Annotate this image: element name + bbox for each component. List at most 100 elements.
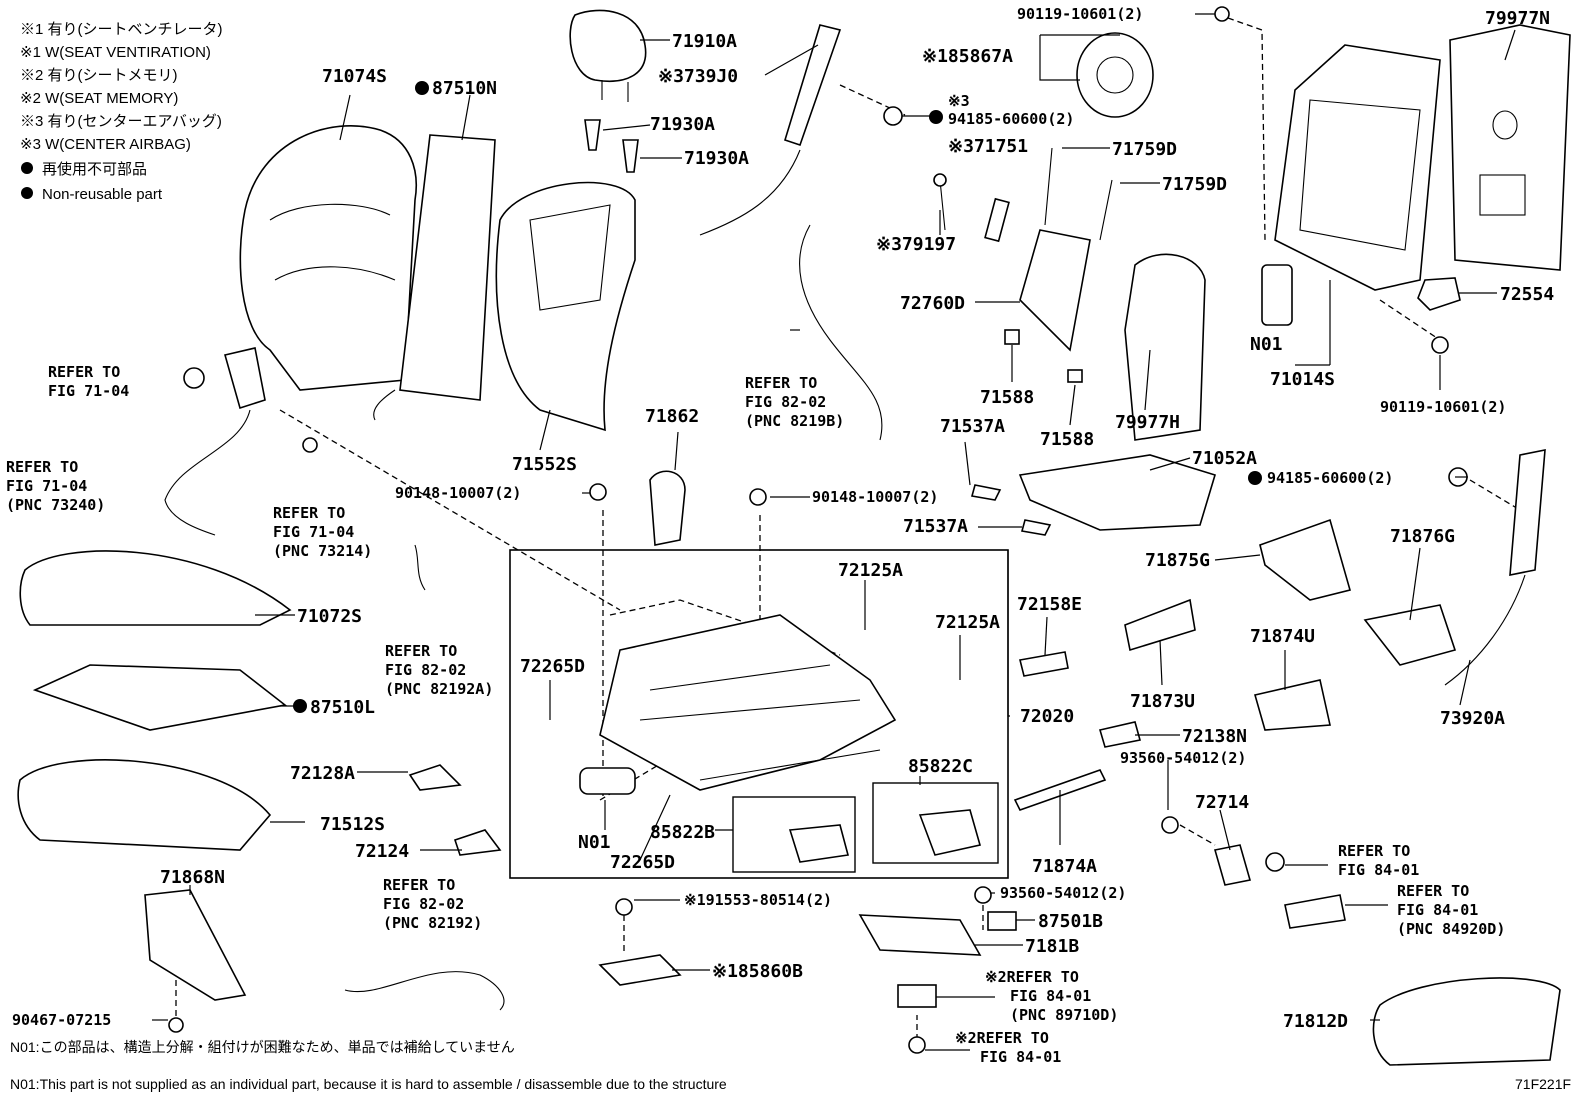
legend: ※1 有り(シートベンチレータ) ※1 W(SEAT VENTIRATION) … bbox=[20, 21, 223, 203]
refer-line: (PNC 82192A) bbox=[385, 680, 493, 698]
cushion-bracket bbox=[408, 764, 462, 791]
slide-motor bbox=[579, 767, 636, 795]
part-label: N01 bbox=[1250, 334, 1283, 355]
clip bbox=[1067, 369, 1083, 383]
part-label: 71537A bbox=[940, 416, 1005, 437]
part-label: 71512S bbox=[320, 814, 385, 835]
part-label: 71910A bbox=[672, 31, 737, 52]
part-label: 71074S bbox=[322, 66, 387, 87]
part-label: 71862 bbox=[645, 406, 699, 427]
ventilation-fan bbox=[1076, 32, 1154, 118]
seat-cushion-pad bbox=[17, 759, 272, 851]
refer-line: FIG 71-04 bbox=[48, 382, 129, 400]
legend-line: ※2 有り(シートメモリ) bbox=[20, 67, 178, 84]
part-label: 85822C bbox=[908, 756, 973, 777]
refer-line: REFER TO bbox=[385, 642, 457, 660]
legend-line: ※3 有り(センターエアバッグ) bbox=[20, 113, 222, 130]
lumbar-support bbox=[1019, 229, 1091, 352]
part-label: 71052A bbox=[1192, 448, 1257, 469]
cushion-frame-cover-rear bbox=[1363, 604, 1457, 666]
seat-switch bbox=[1284, 894, 1346, 929]
wire-harness bbox=[414, 544, 426, 591]
refer-line: FIG 82-02 bbox=[385, 661, 466, 679]
seat-side-shield bbox=[144, 889, 247, 1001]
headrest-support bbox=[584, 119, 601, 151]
refer-line: (PNC 8219B) bbox=[745, 412, 844, 430]
part-label: 71875G bbox=[1145, 550, 1210, 571]
non-reusable-dot-icon bbox=[21, 187, 33, 199]
wire-harness bbox=[344, 971, 505, 1011]
legend-line: ※1 有り(シートベンチレータ) bbox=[20, 21, 223, 38]
seat-belt-buckle-left bbox=[224, 347, 266, 410]
refer-line: (PNC 82192) bbox=[383, 914, 482, 932]
part-label: 72125A bbox=[838, 560, 903, 581]
legend-line: ※1 W(SEAT VENTIRATION) bbox=[20, 44, 211, 61]
refer-line: REFER TO bbox=[1338, 842, 1410, 860]
airbag-bracket bbox=[984, 197, 1010, 243]
part-label: ※185867A bbox=[922, 46, 1013, 67]
part-drawings bbox=[17, 6, 1571, 1066]
side-cover bbox=[649, 470, 686, 546]
part-label: 72714 bbox=[1195, 792, 1249, 813]
wire-harness bbox=[799, 224, 883, 441]
clip bbox=[1004, 329, 1020, 345]
bolt-icon bbox=[1161, 816, 1179, 834]
part-label: 7181B bbox=[1025, 936, 1079, 957]
seat-belt-buckle bbox=[1509, 449, 1546, 576]
part-labels: 71074S 87510N 71910A 71930A 71930A ※3739… bbox=[12, 5, 1554, 1032]
part-label: 90148-10007(2) bbox=[395, 484, 521, 502]
part-label: 72125A bbox=[935, 612, 1000, 633]
refer-line: REFER TO bbox=[383, 876, 455, 894]
refer-line: REFER TO bbox=[6, 458, 78, 476]
part-label: 87501B bbox=[1038, 911, 1103, 932]
nut-icon bbox=[183, 367, 205, 389]
lumbar-pad bbox=[1124, 253, 1206, 441]
legend-line: 再使用不可部品 bbox=[42, 161, 147, 178]
footnote-jp: N01:この部品は、構造上分解・組付けが困難なため、単品では補給していません bbox=[10, 1039, 515, 1055]
part-label: 72158E bbox=[1017, 594, 1082, 615]
bolt-icon bbox=[749, 488, 767, 506]
bolt-icon bbox=[974, 886, 992, 904]
legend-line: ※3 W(CENTER AIRBAG) bbox=[20, 136, 191, 153]
part-label: N01 bbox=[578, 832, 611, 853]
seat-cushion-heater bbox=[32, 664, 287, 731]
part-label: 90148-10007(2) bbox=[812, 488, 938, 506]
adjuster-cover bbox=[1098, 721, 1142, 748]
part-label: ※3 bbox=[948, 92, 970, 110]
legend-line: ※2 W(SEAT MEMORY) bbox=[20, 90, 178, 107]
footnotes: N01:この部品は、構造上分解・組付けが困難なため、単品では補給していません N… bbox=[10, 1039, 1571, 1092]
legend-line: Non-reusable part bbox=[42, 186, 163, 203]
part-label: ※191553-80514(2) bbox=[684, 891, 832, 909]
cushion-frame bbox=[858, 914, 982, 956]
part-label: 71537A bbox=[903, 516, 968, 537]
nut-icon bbox=[1265, 852, 1285, 872]
part-label: ※185860B bbox=[712, 961, 803, 982]
nut-icon bbox=[883, 106, 903, 126]
memory-ecu bbox=[897, 984, 937, 1008]
part-label: 71930A bbox=[650, 114, 715, 135]
wire-clip bbox=[970, 484, 1002, 501]
part-label: 71874U bbox=[1250, 626, 1315, 647]
part-label: 90467-07215 bbox=[12, 1011, 111, 1029]
part-label: 79977H bbox=[1115, 412, 1180, 433]
non-reusable-dot-icon bbox=[21, 162, 33, 174]
bolt-icon bbox=[908, 1036, 926, 1054]
part-label: 72128A bbox=[290, 763, 355, 784]
refer-line: FIG 84-01 bbox=[1338, 861, 1419, 879]
part-label: 71759D bbox=[1112, 139, 1177, 160]
seat-back-heater bbox=[399, 134, 496, 401]
refer-line: FIG 82-02 bbox=[745, 393, 826, 411]
refer-line: REFER TO bbox=[1397, 882, 1469, 900]
part-label: 71876G bbox=[1390, 526, 1455, 547]
part-label: 85822B bbox=[650, 822, 715, 843]
refer-line: ※2REFER TO bbox=[955, 1029, 1049, 1047]
refer-line: FIG 71-04 bbox=[273, 523, 354, 541]
seat-back-pad bbox=[495, 181, 636, 432]
headrest bbox=[569, 9, 647, 82]
part-label: 94185-60600(2) bbox=[948, 110, 1074, 128]
refer-line: FIG 84-01 bbox=[1397, 901, 1478, 919]
cushion-frame-bracket bbox=[1124, 598, 1196, 652]
part-label: 71874A bbox=[1032, 856, 1097, 877]
part-label: ※371751 bbox=[948, 136, 1028, 157]
